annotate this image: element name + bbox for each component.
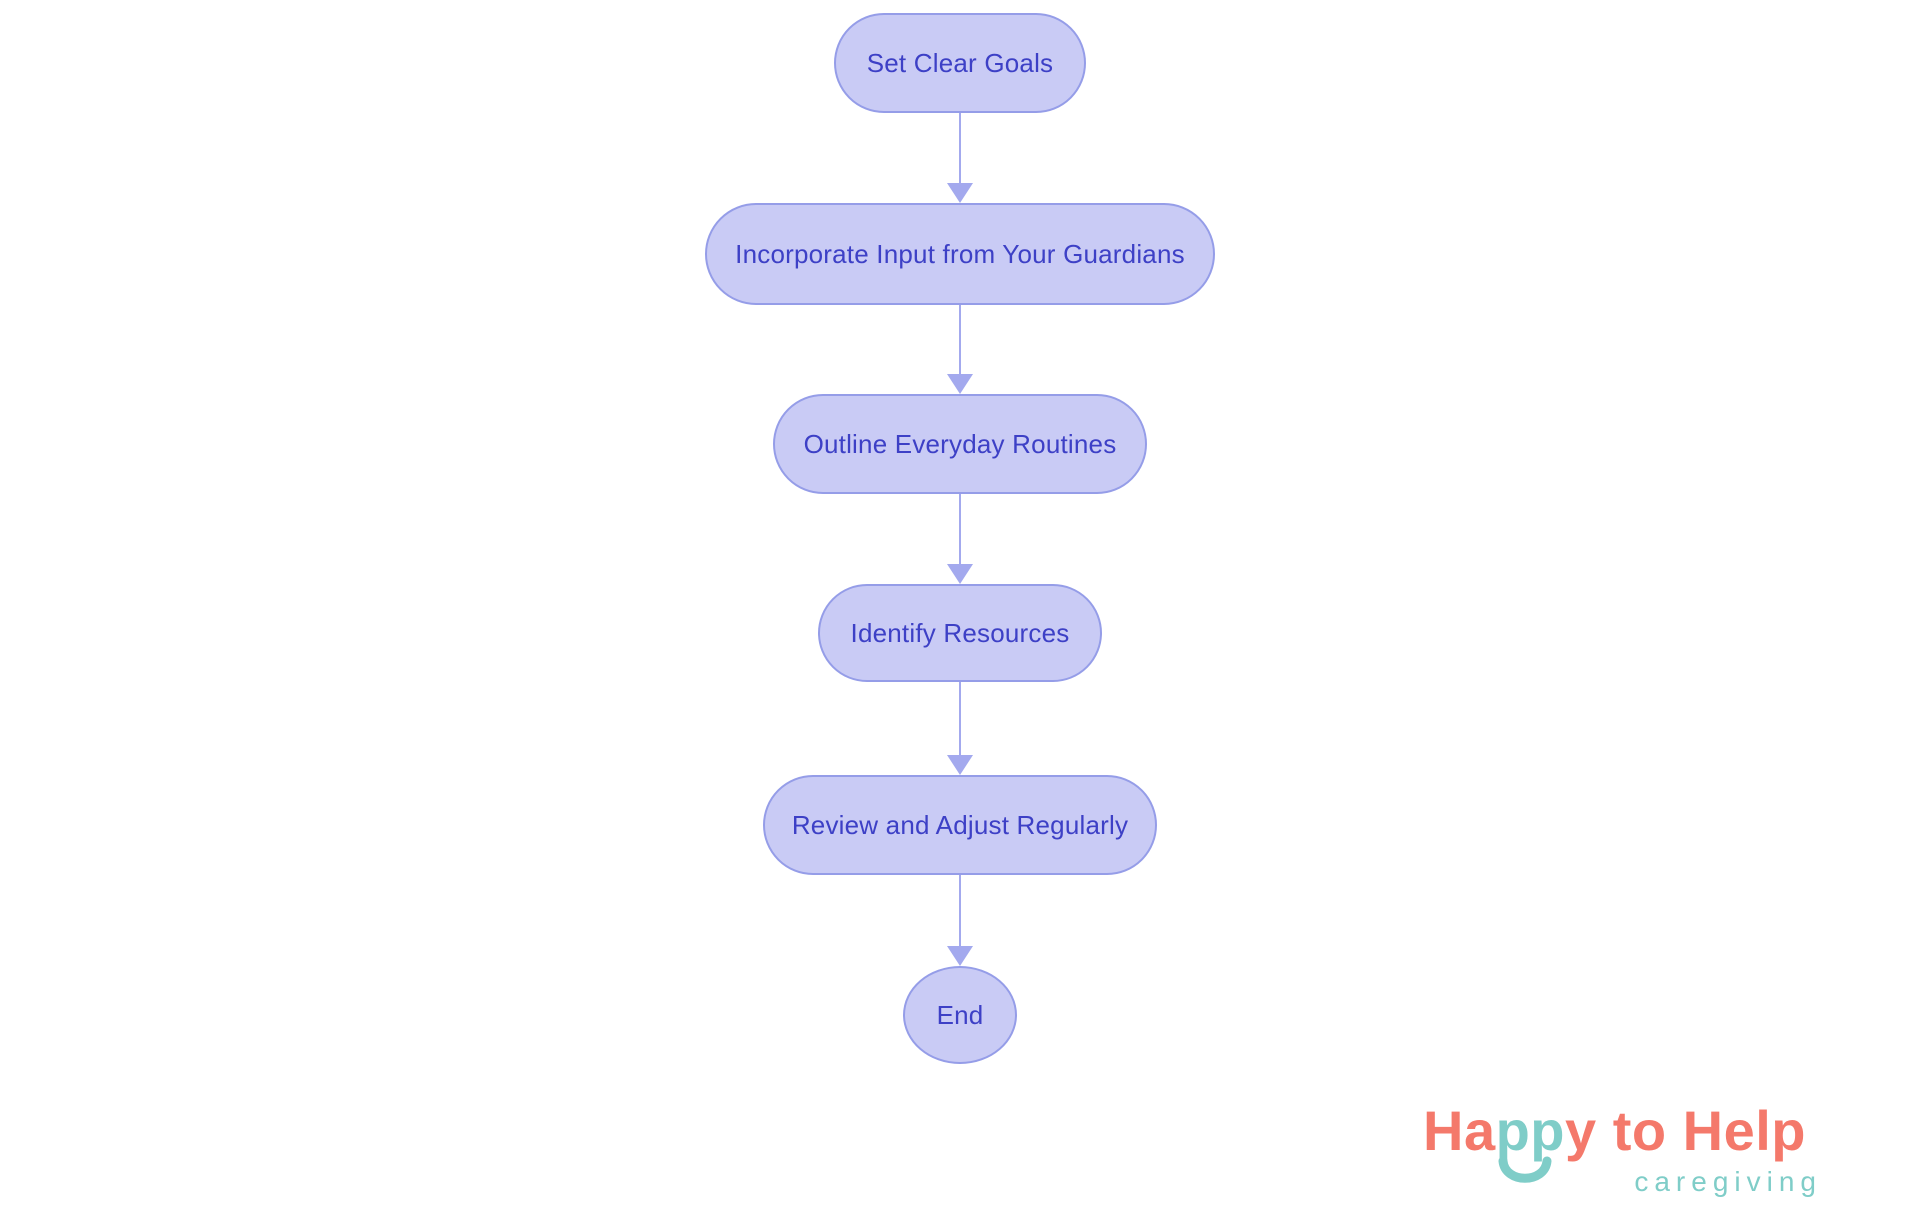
arrow-line: [959, 113, 961, 183]
node-label: End: [936, 999, 984, 1030]
flow-arrow-1: [947, 113, 973, 203]
arrow-down-icon: [947, 374, 973, 394]
flowchart-node-identify-resources: Identify Resources: [818, 584, 1102, 682]
arrow-line: [959, 494, 961, 564]
flowchart-node-review-adjust: Review and Adjust Regularly: [763, 775, 1157, 875]
flow-arrow-5: [947, 875, 973, 966]
flow-arrow-4: [947, 682, 973, 775]
logo-text-segment: y to Help: [1565, 1099, 1806, 1162]
flowchart-node-outline-routines: Outline Everyday Routines: [773, 394, 1147, 494]
logo-text-segment: pp: [1495, 1099, 1566, 1162]
arrow-line: [959, 875, 961, 946]
brand-logo-wordmark: Happ y to Help: [1423, 1099, 1875, 1183]
logo-text-segment: Ha: [1423, 1099, 1496, 1162]
arrow-down-icon: [947, 183, 973, 203]
flow-arrow-2: [947, 305, 973, 394]
arrow-down-icon: [947, 946, 973, 966]
node-label: Incorporate Input from Your Guardians: [735, 238, 1185, 269]
arrow-line: [959, 682, 961, 755]
arrow-line: [959, 305, 961, 374]
brand-logo: Happ y to Help caregiving: [1423, 1100, 1875, 1198]
node-label: Set Clear Goals: [866, 47, 1054, 78]
brand-logo-tagline: caregiving: [1634, 1166, 1822, 1197]
node-label: Identify Resources: [850, 617, 1070, 648]
flowchart-node-incorporate-input: Incorporate Input from Your Guardians: [705, 203, 1215, 305]
node-label: Outline Everyday Routines: [803, 428, 1117, 459]
logo-text-segment-pp: pp: [1495, 1099, 1566, 1183]
node-label: Review and Adjust Regularly: [791, 809, 1129, 840]
smile-icon: [1498, 1156, 1552, 1183]
flowchart-node-end: End: [903, 966, 1017, 1064]
flowchart-node-set-clear-goals: Set Clear Goals: [834, 13, 1086, 113]
arrow-down-icon: [947, 755, 973, 775]
flow-arrow-3: [947, 494, 973, 584]
arrow-down-icon: [947, 564, 973, 584]
